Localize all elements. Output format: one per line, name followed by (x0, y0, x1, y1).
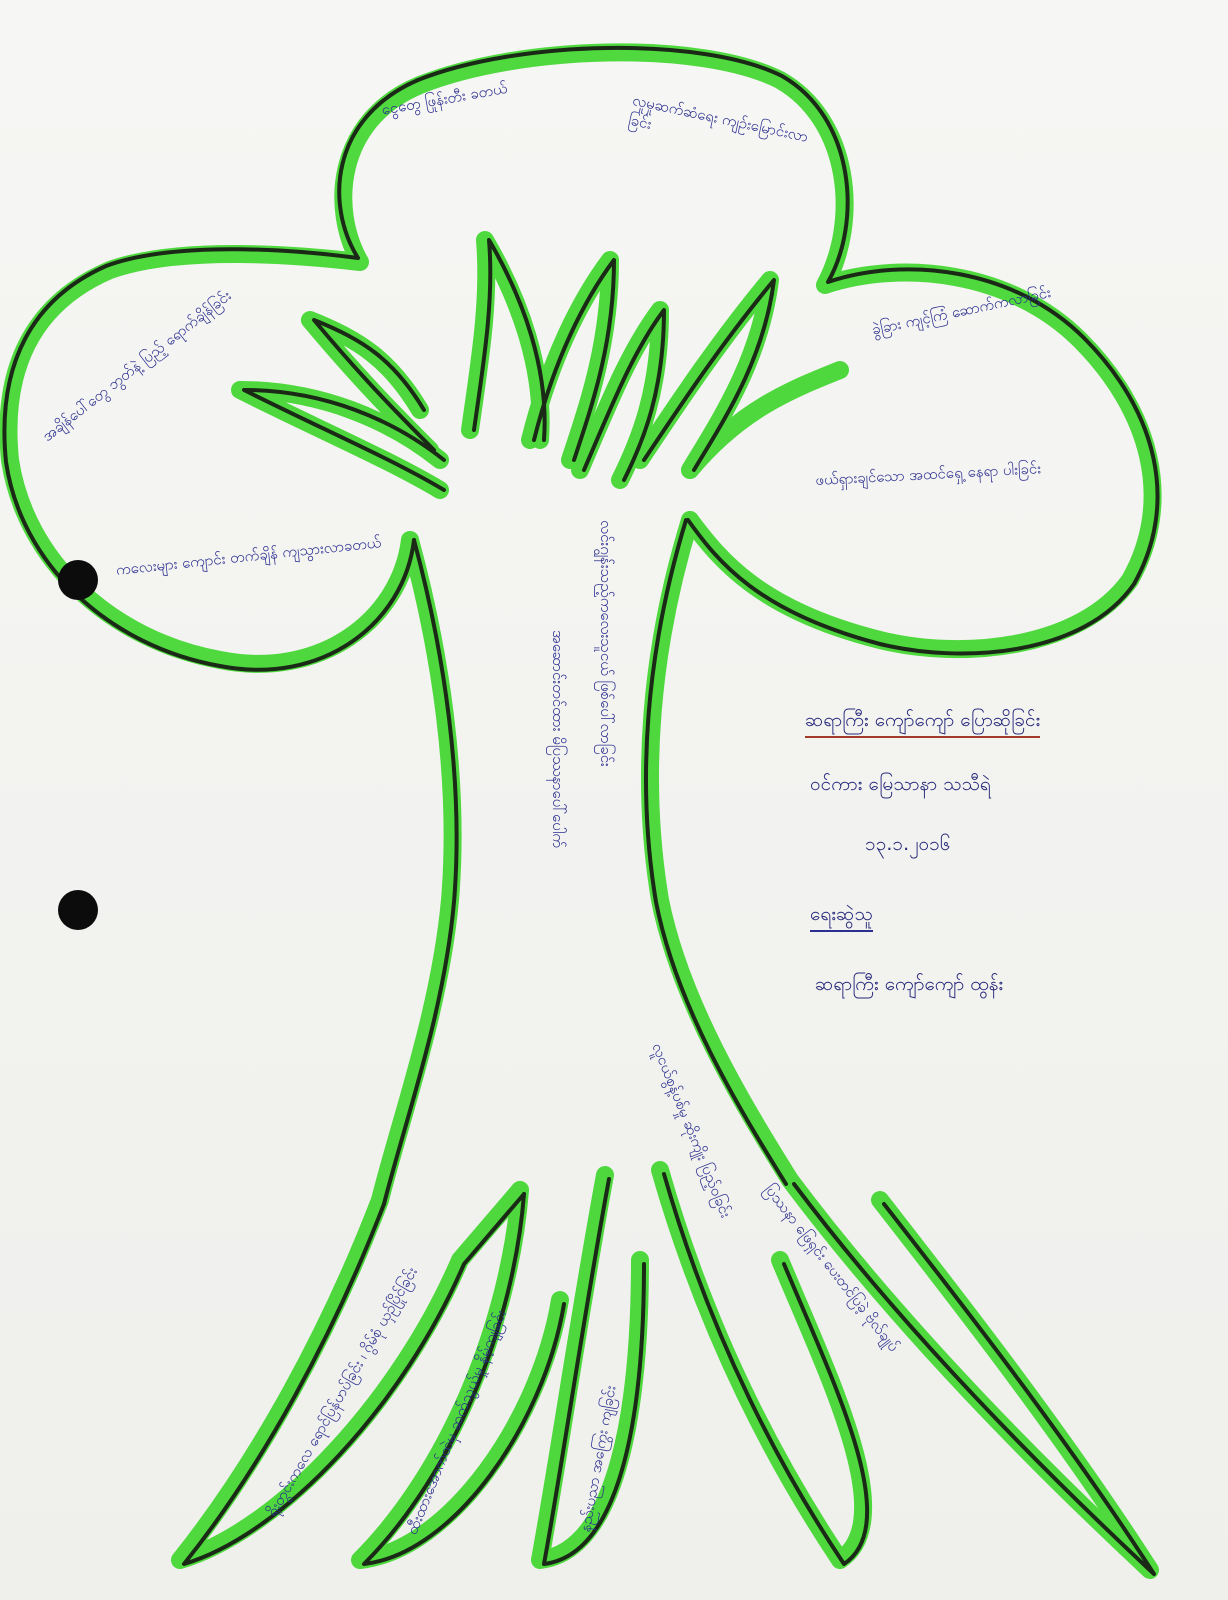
root-2-green (351, 1181, 569, 1569)
trunk-label-right: လင်းဂျွန်းသည့်ကလေးသူငယ် ဖြစ်ပေါ်လာခြင်း (597, 520, 615, 767)
crown-outline-green (0, 43, 1162, 673)
punch-hole-top (58, 560, 98, 600)
branch-3-dark (582, 308, 666, 482)
trunk-left-dark (382, 538, 459, 1206)
root-3-dark (542, 1177, 646, 1566)
punch-hole-bottom (58, 890, 98, 930)
trunk-label-left: အဆောင်းတင်ထား မိပြဿနာပေါ်ပေါက် (549, 630, 567, 848)
branch-2-dark (532, 258, 616, 462)
root-4-dark (662, 1172, 870, 1566)
info-date: ၁၃.၁.၂၀၁၆ (865, 833, 951, 855)
info-title: ဆရာကြီး ကျော်ကျော် ပြောဆိုခြင်း (805, 708, 1041, 738)
branch-6-dark (312, 318, 436, 452)
branch-4-green (631, 271, 779, 479)
branch-4-dark (642, 278, 776, 472)
info-label: ရေးဆွဲသူ (810, 902, 873, 932)
info-subtitle: ဝင်ကား မြေသာနာ သသီရဲ (810, 773, 991, 795)
trunk-right-dark (644, 518, 788, 1186)
branch-2-green (521, 251, 619, 469)
branch-1-dark (472, 238, 547, 442)
root-5-green (781, 1171, 1159, 1579)
info-author: ဆရာကြီး ကျော်ကျော် ထွန်း (815, 973, 1004, 995)
branch-3-green (571, 301, 669, 489)
root-1-dark (182, 1192, 526, 1566)
root-1-green (171, 1181, 529, 1569)
branch-1-green (461, 231, 550, 449)
branch-6-green (301, 311, 439, 459)
root-3-green (531, 1166, 649, 1569)
trunk-right-green (641, 511, 799, 1189)
root-2-dark (362, 1192, 566, 1566)
crown-outline-dark (2, 46, 1160, 672)
trunk-left-green (371, 531, 462, 1209)
branch-7-dark (242, 388, 446, 492)
root-5-dark (792, 1182, 1156, 1576)
